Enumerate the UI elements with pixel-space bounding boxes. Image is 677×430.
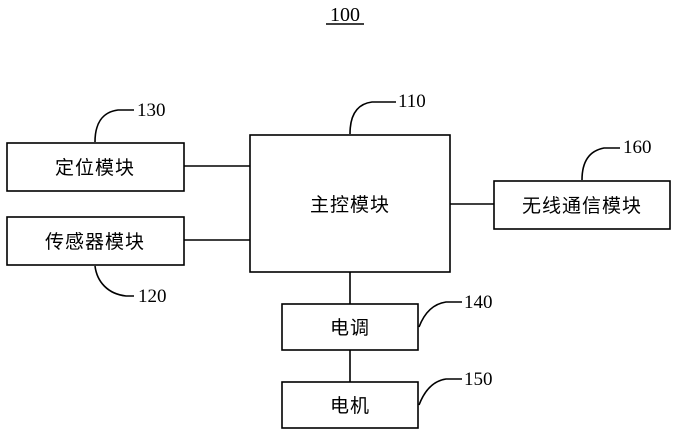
positioning-ref-group: 130	[95, 100, 166, 142]
sensor-ref: 120	[138, 286, 167, 307]
positioning-ref: 130	[137, 100, 166, 121]
main-control-leader	[350, 102, 396, 134]
wireless-ref: 160	[623, 137, 652, 158]
diagram-title: 100	[330, 4, 360, 26]
positioning-label: 定位模块	[55, 157, 135, 179]
wireless-ref-group: 160	[582, 137, 652, 180]
sensor-label: 传感器模块	[45, 231, 145, 253]
esc-leader	[419, 302, 462, 327]
motor-leader	[419, 379, 462, 405]
esc-module: 电调	[282, 304, 418, 350]
positioning-leader	[95, 110, 134, 142]
main-control-label: 主控模块	[310, 194, 390, 216]
main-control-ref-group: 110	[350, 91, 426, 134]
motor-module: 电机	[282, 382, 418, 428]
esc-ref-group: 140	[419, 292, 493, 327]
motor-ref-group: 150	[419, 369, 493, 405]
diagram-title-group: 100	[326, 4, 364, 26]
main-control-ref: 110	[398, 91, 426, 112]
positioning-module: 定位模块	[7, 143, 184, 191]
sensor-leader	[95, 266, 134, 296]
main-control-module: 主控模块	[250, 135, 450, 272]
motor-ref: 150	[464, 369, 493, 390]
sensor-ref-group: 120	[95, 266, 167, 307]
wireless-module: 无线通信模块	[494, 181, 670, 229]
esc-ref: 140	[464, 292, 493, 313]
motor-label: 电机	[330, 395, 370, 417]
wireless-label: 无线通信模块	[522, 195, 642, 217]
esc-label: 电调	[330, 317, 370, 339]
wireless-leader	[582, 148, 620, 180]
sensor-module: 传感器模块	[7, 217, 184, 265]
